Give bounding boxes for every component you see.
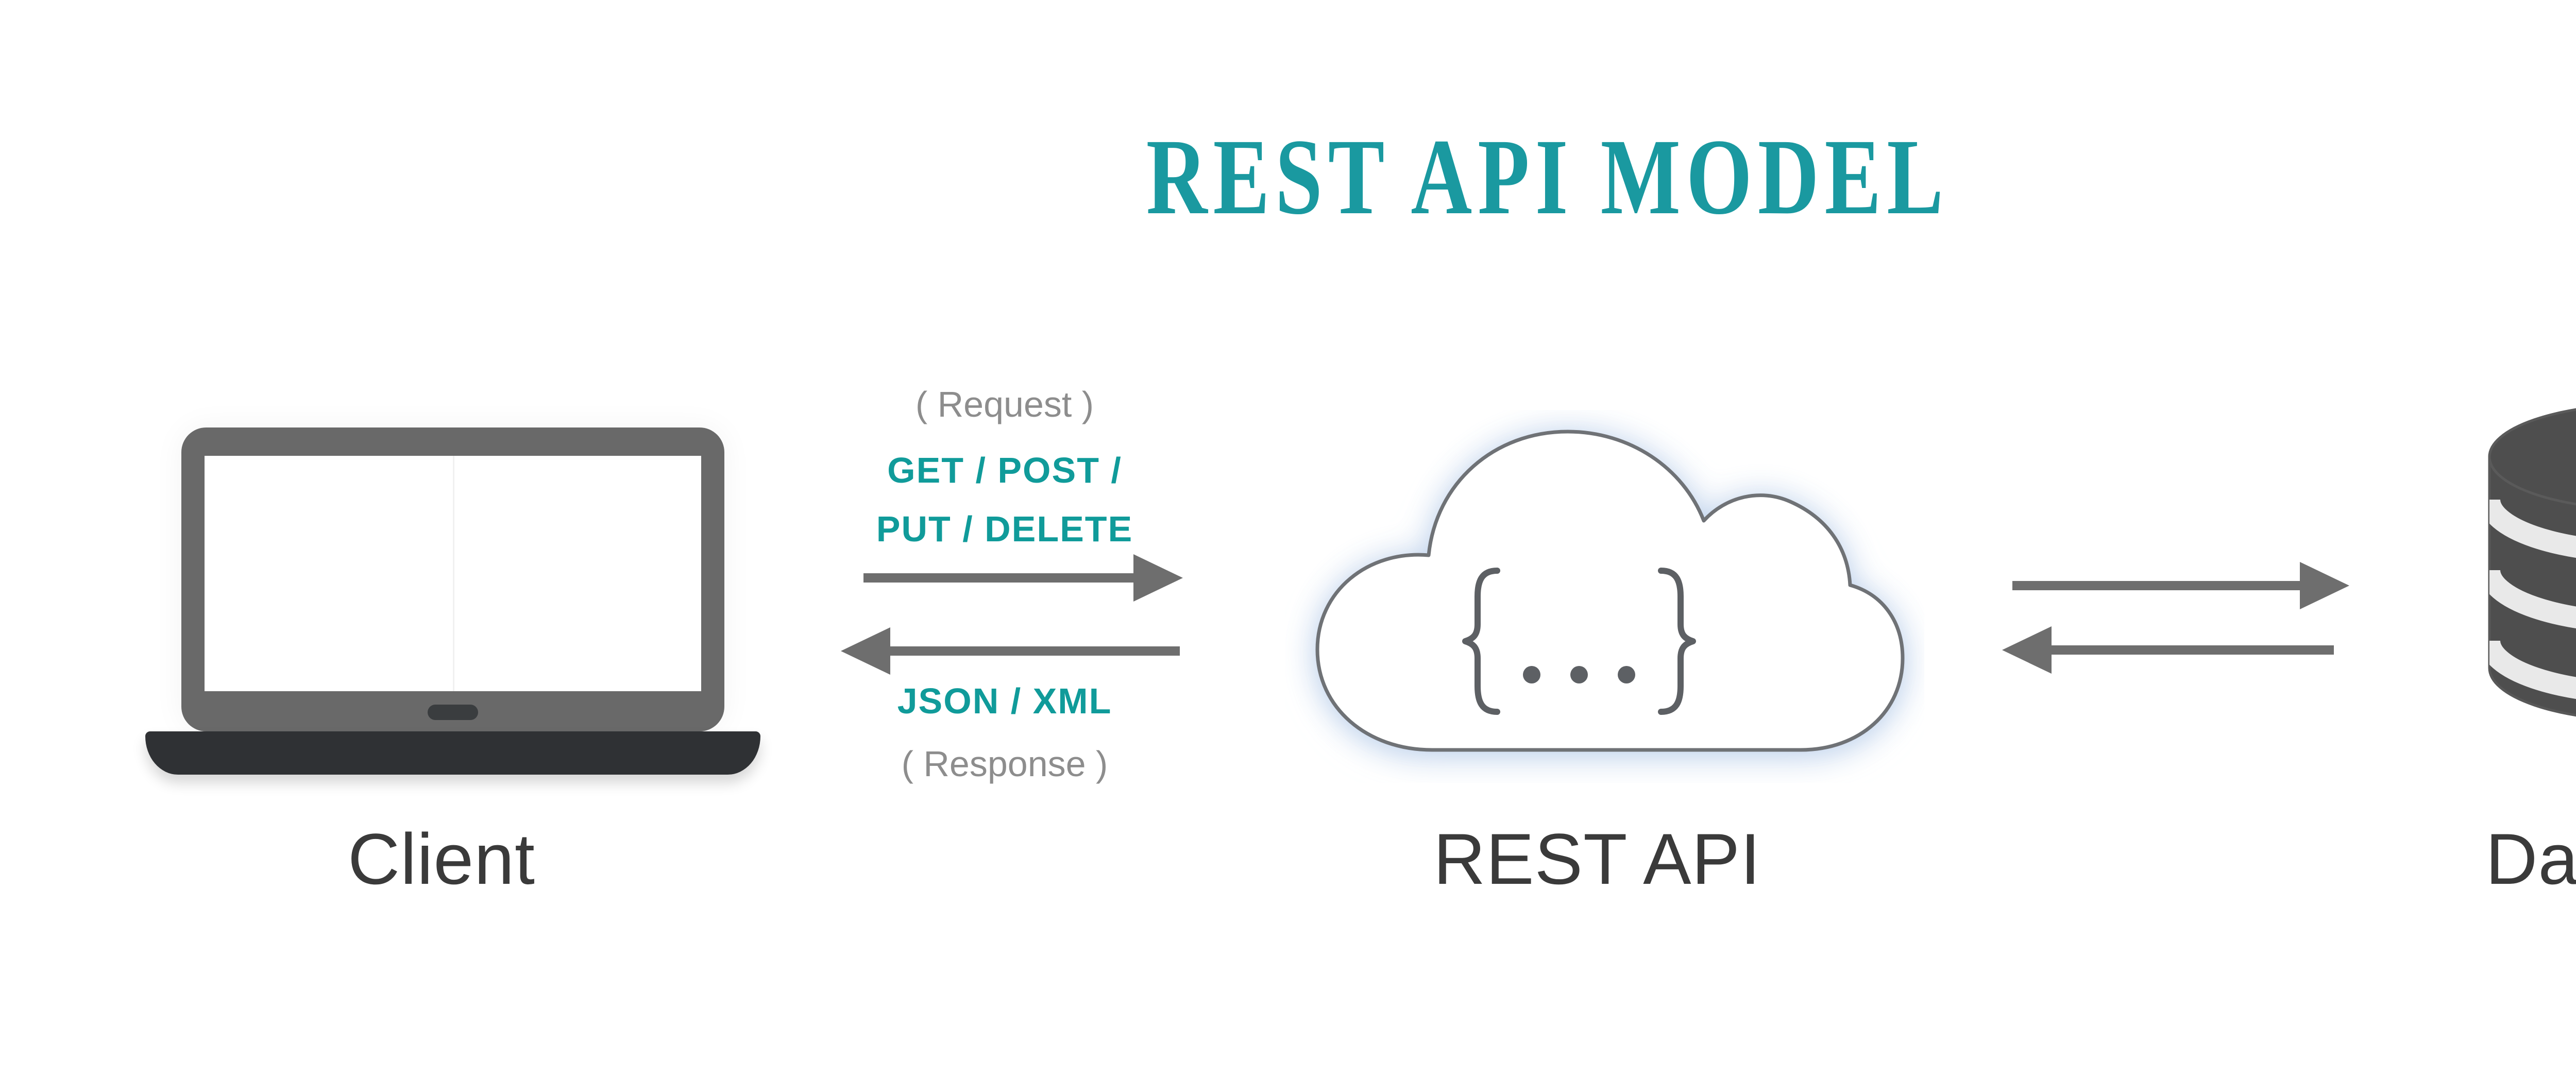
response-arrow-shaft <box>890 646 1180 656</box>
request-arrow-head <box>1133 554 1183 602</box>
dot-2 <box>1570 666 1588 683</box>
dot-3 <box>1618 666 1635 683</box>
laptop-screen-seam <box>453 456 454 691</box>
laptop-screen <box>205 456 701 691</box>
db-to-api-arrow-icon <box>2002 626 2334 674</box>
client-label: Client <box>348 818 535 899</box>
database-gaps <box>2489 499 2576 704</box>
page-title: REST API MODEL <box>1146 116 1950 237</box>
left-brace <box>1462 568 1500 715</box>
api-label: REST API <box>1433 818 1761 899</box>
cloud-shape <box>1315 430 1905 752</box>
api-to-db-arrow-head <box>2300 562 2349 609</box>
response-formats: JSON / XML <box>897 681 1112 721</box>
right-brace <box>1658 568 1696 715</box>
laptop-base <box>145 731 760 775</box>
db-to-api-arrow-shaft <box>2052 645 2334 655</box>
request-methods-line1: GET / POST / <box>887 450 1122 490</box>
request-arrow-shaft <box>863 573 1133 583</box>
database-icon <box>2488 408 2576 717</box>
api-to-db-arrow-icon <box>2012 562 2349 609</box>
response-annotation: ( Response ) <box>901 744 1108 784</box>
request-annotation: ( Request ) <box>915 384 1094 424</box>
response-arrow-icon <box>841 627 1180 675</box>
laptop-notch <box>428 705 478 720</box>
code-braces-icon <box>1462 568 1696 715</box>
laptop-icon <box>181 427 724 731</box>
response-arrow-head <box>841 627 890 675</box>
database-top <box>2488 408 2576 506</box>
cloud-icon <box>1315 430 1905 752</box>
dot-1 <box>1523 666 1540 683</box>
api-to-db-arrow-shaft <box>2012 581 2300 590</box>
request-arrow-icon <box>863 554 1183 602</box>
db-to-api-arrow-head <box>2002 626 2052 674</box>
request-methods-line2: PUT / DELETE <box>876 509 1133 549</box>
database-label: Database <box>2485 818 2576 899</box>
